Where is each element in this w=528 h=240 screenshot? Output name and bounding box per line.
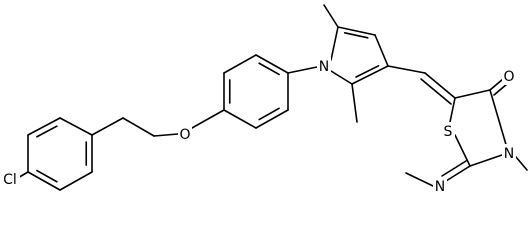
chlorophenyl-ring-bond	[27, 117, 61, 136]
pyrrole-nitrogen-label: N	[319, 59, 329, 75]
chlorophenyl-ring-bond	[27, 171, 61, 191]
carbonyl-double-bond	[489, 78, 504, 91]
pyrrole-nitrogen-atom: N	[317, 57, 331, 75]
aryl-benzylic-bond	[91, 117, 124, 136]
exocyclic-double-bond	[424, 72, 456, 99]
ring-nitrogen-label: N	[504, 146, 514, 162]
phenoxy-ring-bond	[255, 54, 289, 74]
pyrrole-ring-bond	[351, 65, 389, 85]
benzylic-methylene-bond	[122, 117, 155, 137]
chemical-structure-diagram: Cl O N O S N N	[0, 4, 528, 195]
exocyclic-double-bond	[420, 78, 452, 105]
chlorophenyl-ring-inner-bond	[36, 125, 58, 138]
chlorine-atom: Cl	[0, 170, 20, 188]
imine-methyl-bond	[405, 172, 434, 187]
atom-labels: Cl O N O S N N	[0, 57, 516, 195]
pyrrole-ring-inner-bond	[355, 64, 380, 78]
ring-nitrogen-methyl-bond	[515, 156, 528, 171]
phenoxy-ring-bond	[255, 109, 289, 129]
thiazolidinone-ring-bond	[454, 89, 491, 99]
ring-sulfur-atom: S	[441, 122, 455, 140]
carbonyl-double-bond	[493, 83, 508, 96]
thiazolidinone-ring-bond	[489, 89, 508, 149]
pyrrole-methyl-bond	[351, 83, 358, 123]
ether-oxygen-atom: O	[178, 125, 192, 143]
chlorophenyl-ring-inner-bond	[36, 169, 58, 183]
phenoxy-ring-inner-bond	[258, 107, 280, 121]
imine-double-bond	[441, 160, 467, 177]
pyrrole-ring-bond	[330, 26, 339, 61]
thiazolidinone-ring-bond	[449, 97, 456, 123]
imine-nitrogen-label: N	[435, 179, 445, 195]
pyrrole-ring-bond	[337, 26, 376, 36]
phenoxy-ring-inner-bond	[258, 62, 280, 76]
chlorophenyl-ring-bond	[59, 171, 93, 191]
ring-sulfur-label: S	[444, 124, 453, 140]
pyrrole-ring-bond	[374, 34, 389, 67]
chlorophenyl-ring-bond	[59, 117, 93, 136]
pyrrole-ring-inner-bond	[343, 32, 369, 39]
benzylic-oxygen-bond	[153, 133, 179, 137]
imine-nitrogen-atom: N	[433, 177, 447, 195]
carbonyl-oxygen-atom: O	[502, 67, 516, 85]
pyrrole-methine-bond	[387, 65, 426, 74]
pyrrole-ring-bond	[330, 70, 353, 85]
chlorine-label: Cl	[3, 172, 17, 188]
oxygen-aryl-bond	[191, 109, 225, 129]
imine-double-bond	[445, 165, 471, 182]
ring-nitrogen-atom: N	[502, 144, 516, 162]
pyrrole-methyl-bond	[323, 4, 339, 28]
phenoxy-ring-bond	[223, 54, 257, 74]
aryl-pyrrole-nitrogen-bond	[287, 66, 318, 74]
bond-lines	[15, 4, 528, 191]
ether-oxygen-label: O	[179, 127, 190, 143]
carbonyl-oxygen-label: O	[503, 69, 514, 85]
thiazolidinone-ring-bond	[454, 134, 471, 167]
thiazolidinone-ring-bond	[469, 154, 503, 167]
phenoxy-ring-bond	[223, 109, 257, 129]
